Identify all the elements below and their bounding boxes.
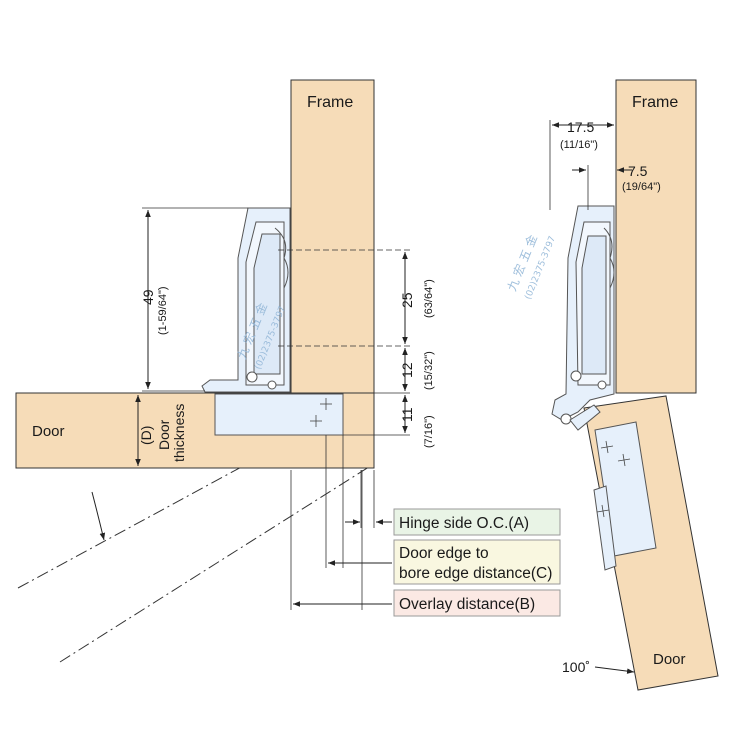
left-center-marks xyxy=(310,398,332,427)
right-door-plate xyxy=(593,485,617,571)
left-frame-label: Frame xyxy=(307,94,353,111)
callout-b-box xyxy=(393,589,561,617)
dim-25-value: 25 xyxy=(399,292,415,308)
dim-12-inch: (15/32") xyxy=(423,351,435,390)
right-door-label: Door xyxy=(653,651,686,668)
dim-11-value: 11 xyxy=(399,407,415,422)
dim-49-inch: (1-59/64") xyxy=(157,286,169,335)
door-thickness-label-2: thickness xyxy=(171,404,187,462)
dim-7-5-value: 7.5 xyxy=(628,163,648,179)
swing-arc xyxy=(91,491,106,541)
dim-right-ext-lines xyxy=(278,249,410,347)
dim-25-inch: (63/64") xyxy=(423,279,435,318)
dim-17-5-value: 17.5 xyxy=(567,119,594,135)
left-cup-recess xyxy=(214,393,344,436)
dim-12-value: 12 xyxy=(399,362,415,378)
callout-a-text: Hinge side O.C.(A) xyxy=(399,515,529,532)
angle-label: 100˚ xyxy=(562,659,590,675)
callout-b-text: Overlay distance(B) xyxy=(399,596,535,613)
callout-c-text-1: Door edge to xyxy=(399,545,489,562)
callout-c-box xyxy=(393,539,561,585)
dim-7-5-inch: (19/64") xyxy=(622,181,661,193)
door-thickness-code: (D) xyxy=(138,426,154,445)
left-door-label: Door xyxy=(32,423,65,440)
right-center-marks xyxy=(596,440,631,518)
callout-c-text-2: bore edge distance(C) xyxy=(399,565,552,582)
callout-a-box xyxy=(393,508,561,536)
left-hinge xyxy=(201,207,291,393)
right-frame xyxy=(615,79,697,394)
dim-17-5-inch: (11/16") xyxy=(560,139,598,151)
right-hinge xyxy=(551,205,615,431)
callout-leader-lines xyxy=(290,435,375,610)
dim-49-value: 49 xyxy=(140,289,156,305)
dim-49-lines xyxy=(142,207,248,392)
right-frame-label: Frame xyxy=(632,94,678,111)
dim-11-inch: (7/16") xyxy=(423,415,435,448)
angle-arrow xyxy=(594,666,635,674)
dim-right-solid-lines xyxy=(343,392,410,436)
right-dim-ext-lines xyxy=(549,120,589,210)
door-thickness-label-1: Door xyxy=(156,419,172,450)
